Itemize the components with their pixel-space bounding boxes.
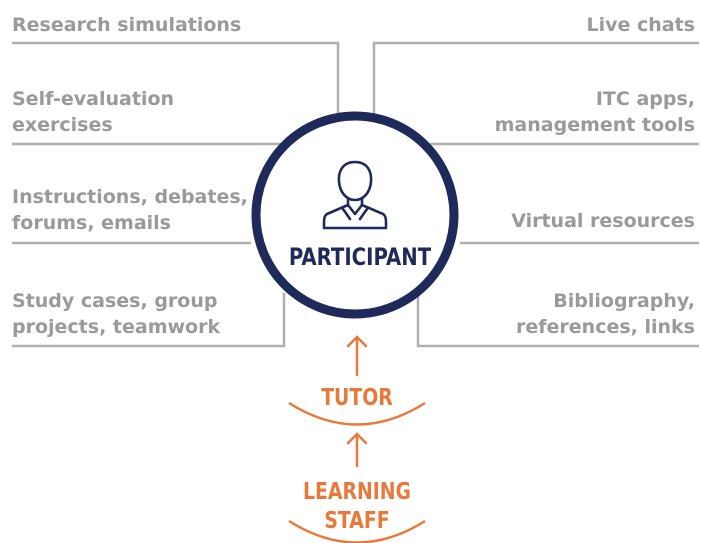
arrow-to-participant	[346, 335, 368, 377]
label-line: references, links	[516, 316, 695, 338]
label-line: Self-evaluation	[12, 88, 175, 110]
label-line: Study cases, group	[12, 290, 218, 312]
person-icon	[322, 160, 388, 230]
label-itc-apps: ITC apps, management tools	[495, 86, 695, 138]
connector-live-chats	[372, 41, 699, 118]
label-research-simulations: Research simulations	[12, 12, 241, 38]
learning-staff-line2: STAFF	[324, 508, 390, 534]
label-line: Research simulations	[12, 14, 242, 36]
label-line: ITC apps,	[595, 88, 695, 110]
label-line: Virtual resources	[511, 210, 695, 232]
label-line: management tools	[494, 114, 695, 136]
label-line: forums, emails	[12, 212, 171, 234]
label-line: exercises	[12, 114, 113, 136]
learning-staff-label: LEARNING STAFF	[283, 478, 431, 536]
label-line: Bibliography,	[553, 290, 695, 312]
staff-arc	[288, 519, 426, 543]
label-line: Live chats	[586, 14, 695, 36]
label-instructions: Instructions, debates, forums, emails	[12, 184, 248, 236]
label-live-chats: Live chats	[586, 12, 695, 38]
tutor-arc	[288, 401, 426, 426]
arrow-to-tutor	[346, 432, 368, 468]
learning-staff-line1: LEARNING	[302, 479, 412, 505]
connector-study-cases	[12, 293, 286, 348]
connector-bibliography	[416, 293, 699, 348]
participant-label: PARTICIPANT	[288, 243, 432, 271]
tutor-label: TUTOR	[321, 385, 393, 411]
label-study-cases: Study cases, group projects, teamwork	[12, 288, 220, 340]
label-line: projects, teamwork	[12, 316, 221, 338]
connector-research-simulations	[12, 41, 340, 118]
label-self-evaluation: Self-evaluation exercises	[12, 86, 174, 138]
label-virtual-resources: Virtual resources	[511, 208, 695, 234]
label-line: Instructions, debates,	[12, 186, 248, 208]
label-bibliography: Bibliography, references, links	[516, 288, 695, 340]
